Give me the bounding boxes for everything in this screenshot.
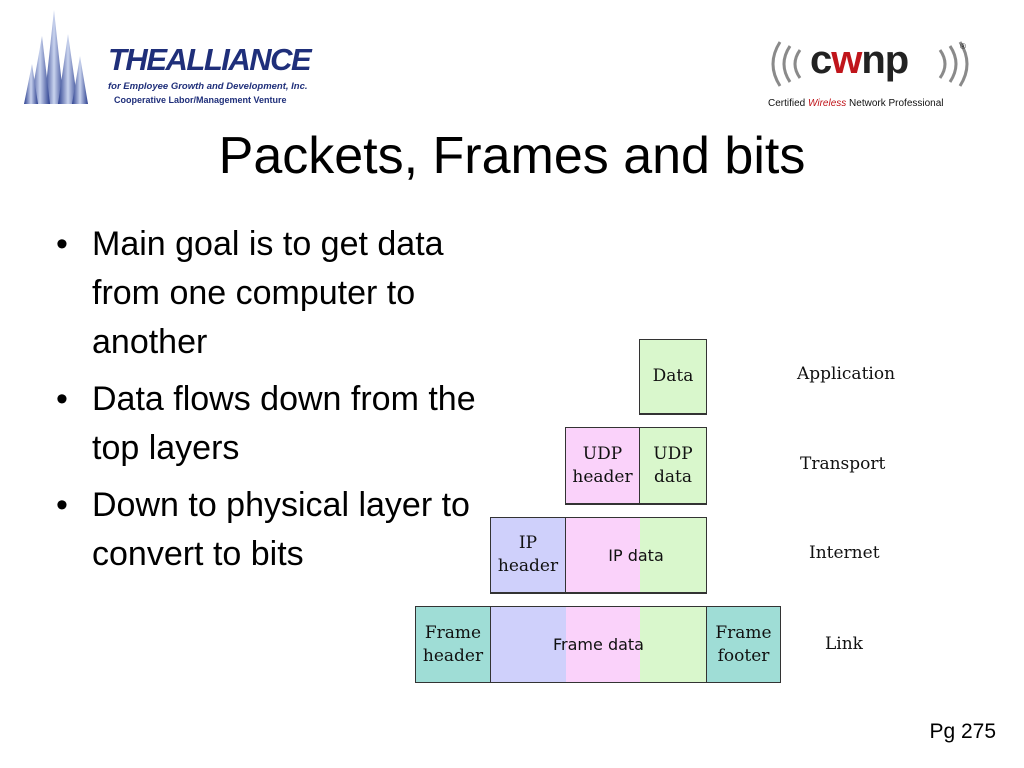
application-data-box: Data — [639, 339, 707, 414]
bullet-text: Main goal is to get data from one comput… — [92, 225, 444, 361]
udp-header-box: UDP header — [565, 427, 640, 504]
bullet-glyph: • — [56, 380, 68, 418]
cwnp-tagline-accent: Wireless — [808, 98, 847, 109]
bullet-glyph: • — [56, 486, 68, 524]
alliance-subtagline: Cooperative Labor/Management Venture — [114, 95, 287, 105]
bullet-list: • Main goal is to get data from one compu… — [56, 220, 516, 587]
layer-label-internet: Internet — [809, 543, 880, 563]
cwnp-logo: cwnp ® Certified Wireless Network Profes… — [764, 36, 976, 116]
cwnp-tagline-start: Certified — [768, 98, 809, 109]
ip-header-box: IP header — [490, 517, 566, 593]
divider-line — [639, 414, 707, 415]
ip-data-label: IP data — [608, 545, 664, 565]
ip-data-box: IP data — [565, 517, 707, 593]
cwnp-wave-icon — [771, 41, 969, 87]
cwnp-wordmark-np: np — [861, 38, 909, 82]
cwnp-wordmark: cwnp — [810, 38, 909, 83]
divider-line — [490, 593, 707, 594]
alliance-logo: THEALLIANCE for Employee Growth and Deve… — [22, 6, 312, 108]
alliance-skyline-icon — [24, 10, 88, 104]
bullet-item: • Data flows down from the top layers — [56, 375, 516, 473]
udp-data-box: UDP data — [639, 427, 707, 504]
layer-label-transport: Transport — [800, 454, 886, 474]
layer-label-link: Link — [825, 634, 863, 654]
page-number: Pg 275 — [929, 720, 996, 743]
bullet-item: • Down to physical layer to convert to bi… — [56, 481, 516, 579]
frame-footer-box: Frame footer — [706, 606, 781, 683]
bullet-text: Data flows down from the top layers — [92, 380, 476, 467]
frame-data-label: Frame data — [553, 635, 644, 654]
bullet-item: • Main goal is to get data from one compu… — [56, 220, 516, 367]
alliance-tagline: for Employee Growth and Development, Inc… — [108, 81, 308, 92]
divider-line — [565, 504, 707, 505]
layer-label-application: Application — [797, 364, 896, 384]
frame-data-box: Frame data — [490, 606, 707, 683]
frame-header-box: Frame header — [415, 606, 491, 683]
cwnp-tagline: Certified Wireless Network Professional — [768, 98, 944, 109]
alliance-wordmark: THEALLIANCE — [108, 42, 312, 77]
cwnp-wordmark-w: w — [831, 38, 862, 82]
cwnp-wordmark-c: c — [810, 38, 832, 82]
bullet-glyph: • — [56, 225, 68, 263]
registered-mark: ® — [960, 42, 966, 51]
cwnp-tagline-end: Network Professional — [846, 98, 944, 109]
bullet-text: Down to physical layer to convert to bit… — [92, 486, 470, 573]
slide-title: Packets, Frames and bits — [218, 127, 806, 185]
